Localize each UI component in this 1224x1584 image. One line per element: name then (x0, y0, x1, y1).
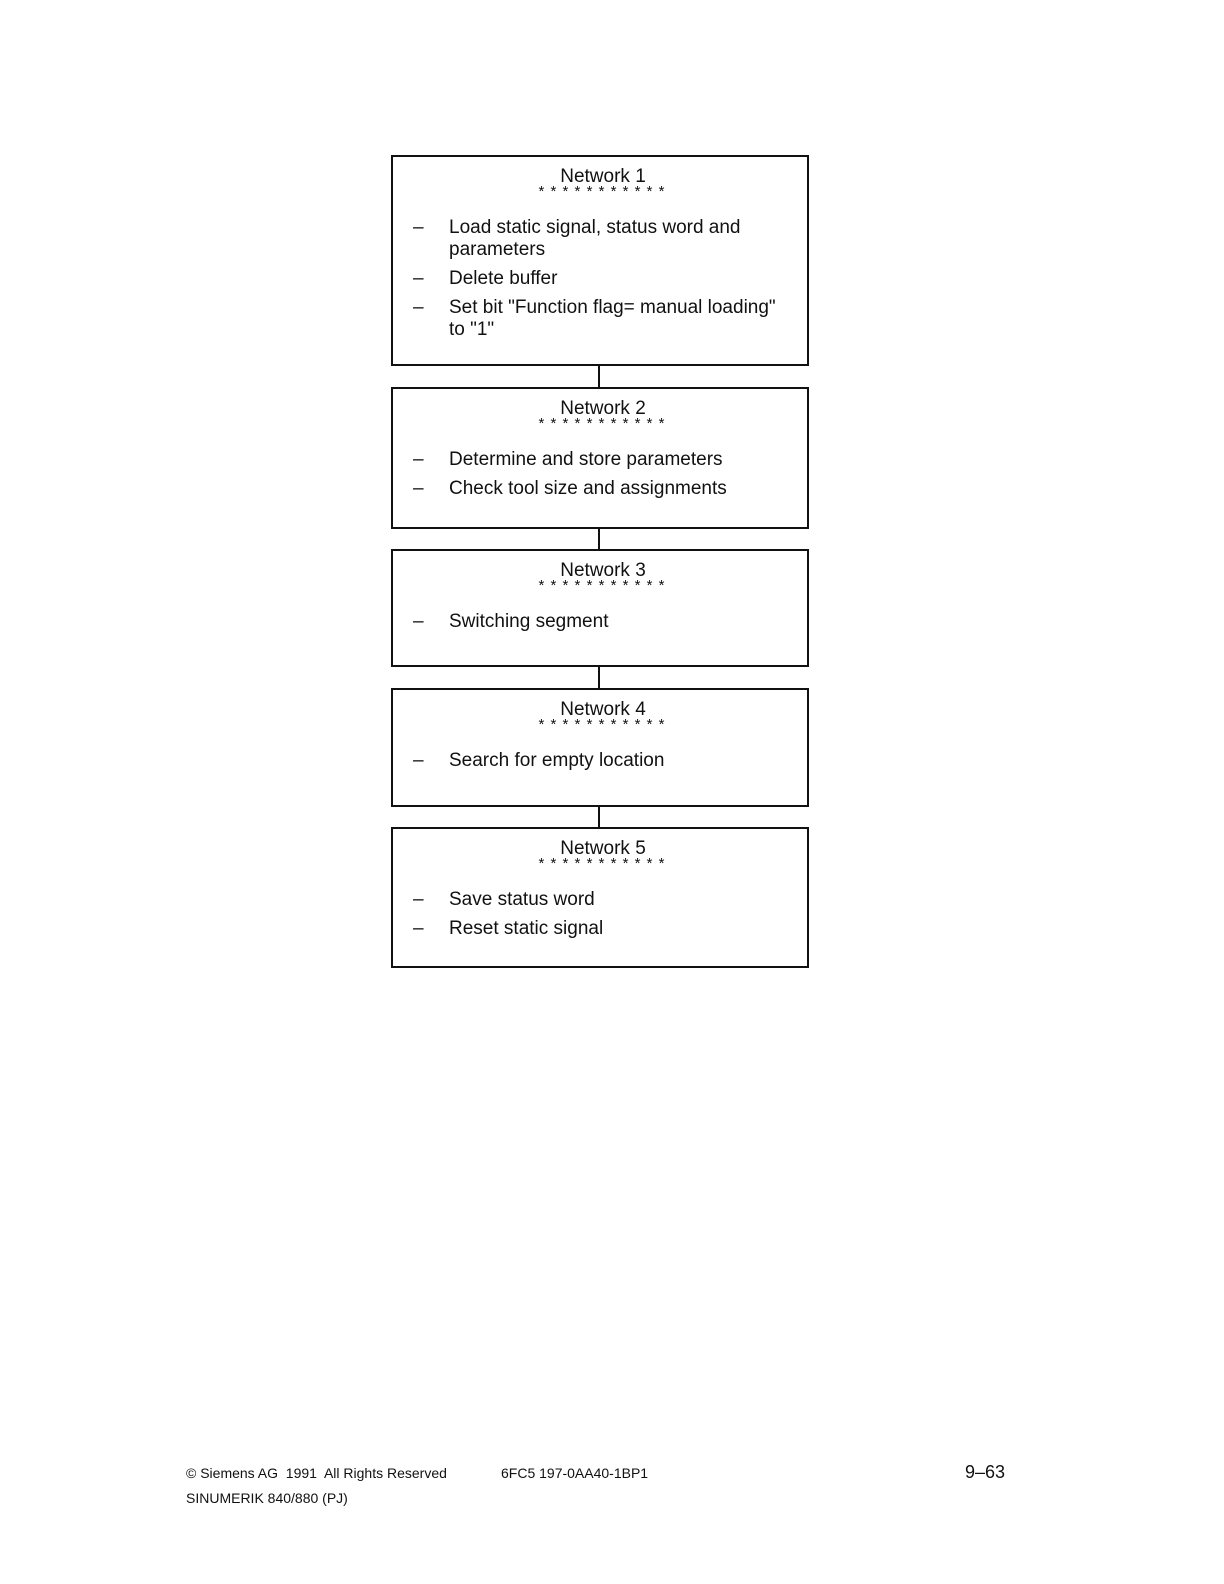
dash-bullet: – (413, 449, 424, 470)
network-item-list: – Load static signal, status word and pa… (393, 217, 807, 341)
footer-copyright: © Siemens AG 1991 All Rights Reserved (186, 1465, 447, 1481)
network-item-list: – Search for empty location (393, 750, 807, 772)
dash-bullet: – (413, 478, 424, 499)
list-item: – Delete buffer (393, 268, 807, 290)
list-item-text: Load static signal, status word and para… (449, 217, 741, 260)
list-item-text: Set bit "Function flag= manual loading" … (449, 297, 776, 340)
network-stars: * * * * * * * * * * * (538, 183, 666, 200)
page-number: 9–63 (965, 1462, 1006, 1482)
network-5-box: Network 5 * * * * * * * * * * * – Save s… (391, 827, 809, 968)
connector-line (598, 665, 600, 688)
network-stars: * * * * * * * * * * * (538, 415, 666, 432)
list-item: – Set bit "Function flag= manual loading… (393, 297, 807, 341)
network-title: Network 3 (560, 560, 646, 581)
network-title: Network 4 (560, 699, 646, 720)
dash-bullet: – (413, 918, 424, 939)
connector-line (598, 364, 600, 387)
list-item-text: Delete buffer (449, 268, 558, 289)
network-stars: * * * * * * * * * * * (538, 577, 666, 594)
list-item: – Switching segment (393, 611, 807, 633)
network-2-box: Network 2 * * * * * * * * * * * – Determ… (391, 387, 809, 529)
network-3-box: Network 3 * * * * * * * * * * * – Switch… (391, 549, 809, 667)
list-item: – Search for empty location (393, 750, 807, 772)
dash-bullet: – (413, 889, 424, 910)
connector-line (598, 805, 600, 827)
network-title: Network 5 (560, 838, 646, 859)
dash-bullet: – (413, 217, 424, 238)
network-stars: * * * * * * * * * * * (538, 716, 666, 733)
connector-line (598, 527, 600, 549)
network-title: Network 2 (560, 398, 646, 419)
list-item: – Load static signal, status word and pa… (393, 217, 807, 261)
dash-bullet: – (413, 611, 424, 632)
network-item-list: – Switching segment (393, 611, 807, 633)
list-item: – Reset static signal (393, 918, 807, 940)
footer-document-number: 6FC5 197-0AA40-1BP1 (501, 1465, 649, 1481)
network-title: Network 1 (560, 166, 646, 187)
network-item-list: – Save status word – Reset static signal (393, 889, 807, 940)
list-item-text: Reset static signal (449, 918, 604, 939)
footer-product-name: SINUMERIK 840/880 (PJ) (186, 1490, 348, 1506)
list-item: – Check tool size and assignments (393, 478, 807, 500)
network-1-box: Network 1 * * * * * * * * * * * – Load s… (391, 155, 809, 366)
list-item-text: Determine and store parameters (449, 449, 723, 470)
network-item-list: – Determine and store parameters – Check… (393, 449, 807, 500)
dash-bullet: – (413, 297, 424, 318)
list-item: – Determine and store parameters (393, 449, 807, 471)
list-item: – Save status word (393, 889, 807, 911)
network-stars: * * * * * * * * * * * (538, 855, 666, 872)
list-item-text: Search for empty location (449, 750, 665, 771)
list-item-text: Save status word (449, 889, 595, 910)
dash-bullet: – (413, 268, 424, 289)
dash-bullet: – (413, 750, 424, 771)
network-4-box: Network 4 * * * * * * * * * * * – Search… (391, 688, 809, 807)
list-item-text: Switching segment (449, 611, 609, 632)
list-item-text: Check tool size and assignments (449, 478, 727, 499)
